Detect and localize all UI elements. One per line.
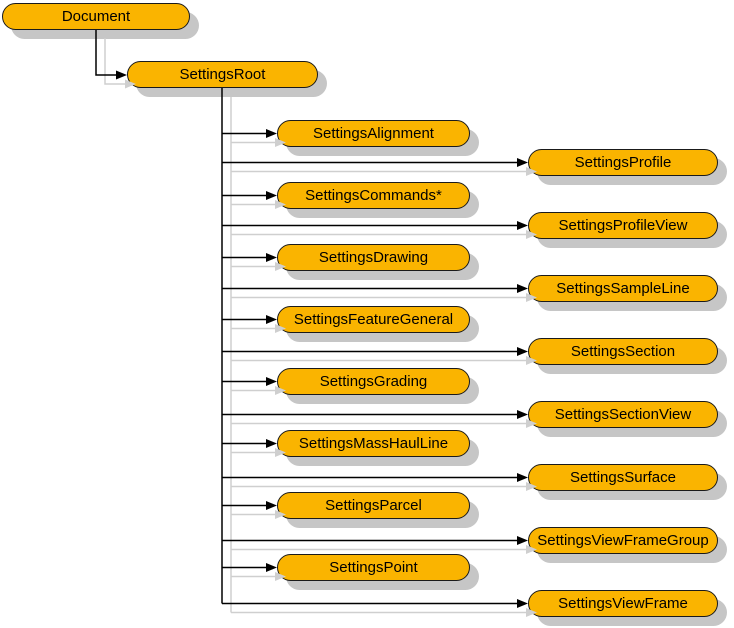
node-settings-view-frame: SettingsViewFrame [528,590,718,617]
node-settings-sample-line: SettingsSampleLine [528,275,718,302]
node-document: Document [2,3,190,30]
node-settings-profile-view: SettingsProfileView [528,212,718,239]
node-settings-alignment: SettingsAlignment [277,120,470,147]
node-settings-drawing: SettingsDrawing [277,244,470,271]
node-settings-mass-haul-line: SettingsMassHaulLine [277,430,470,457]
node-settings-section-view: SettingsSectionView [528,401,718,428]
node-settings-parcel: SettingsParcel [277,492,470,519]
node-settings-feature-general: SettingsFeatureGeneral [277,306,470,333]
node-settings-section: SettingsSection [528,338,718,365]
node-settings-commands: SettingsCommands* [277,182,470,209]
node-settings-grading: SettingsGrading [277,368,470,395]
node-settings-surface: SettingsSurface [528,464,718,491]
node-settings-view-frame-group: SettingsViewFrameGroup [528,527,718,554]
node-settings-profile: SettingsProfile [528,149,718,176]
node-settings-point: SettingsPoint [277,554,470,581]
node-settings-root: SettingsRoot [127,61,318,88]
